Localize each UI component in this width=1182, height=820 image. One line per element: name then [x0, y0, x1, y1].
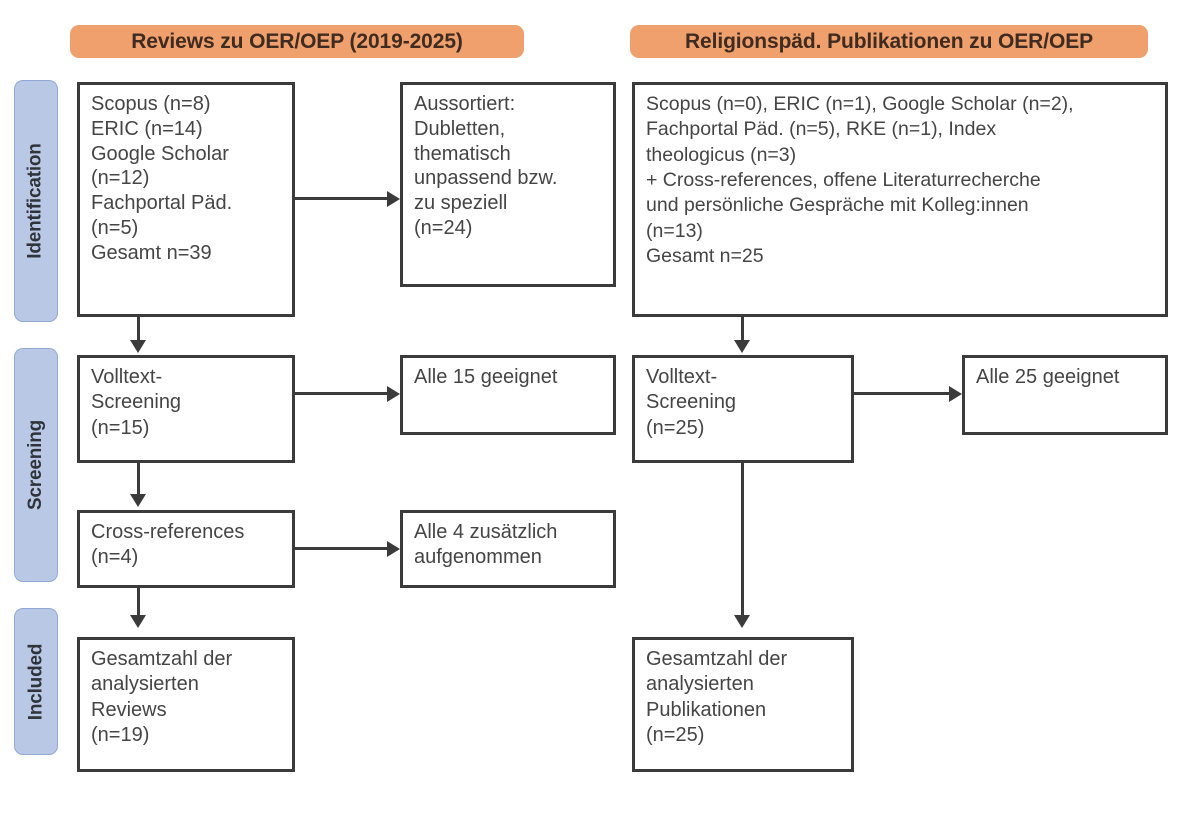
column-header-left: Reviews zu OER/OEP (2019-2025): [70, 25, 524, 58]
arrow-right-screening-to-result: [854, 392, 949, 395]
text-line: aufgenommen: [414, 546, 542, 569]
text-line: (n=24): [414, 216, 473, 239]
text-line: Volltext-: [646, 366, 718, 388]
arrow-left-screening-to-result: [295, 392, 387, 395]
text-line: (n=5): [91, 216, 139, 239]
arrowhead-down-icon: [734, 340, 750, 353]
text-line: Publikationen: [646, 698, 767, 721]
text-line: Alle 25 geeignet: [976, 366, 1120, 388]
stage-pill-identification: Identification: [14, 80, 58, 322]
left-crossref-result-box: Alle 4 zusätzlich aufgenommen: [400, 510, 616, 588]
text-line: analysierten: [646, 673, 754, 696]
text-line: Cross-references: [91, 521, 245, 543]
right-identification-box: Scopus (n=0), ERIC (n=1), Google Scholar…: [632, 82, 1168, 317]
text-line: (n=19): [91, 724, 150, 747]
text-line: (n=15): [91, 416, 150, 439]
text-line: Gesamtzahl der: [646, 648, 788, 670]
arrowhead-down-icon: [130, 340, 146, 353]
arrowhead-down-icon: [130, 494, 146, 507]
text-line: Alle 15 geeignet: [414, 366, 558, 388]
arrow-left-crossrefs-to-included: [137, 588, 140, 625]
text-line: (n=25): [646, 724, 705, 747]
text-line: + Cross-references, offene Literaturrech…: [646, 169, 1041, 192]
text-line: Gesamt n=39: [91, 241, 212, 264]
stage-label-included: Included: [25, 643, 47, 720]
left-crossref-box: Cross-references (n=4): [77, 510, 295, 588]
text-line: thematisch: [414, 142, 511, 165]
text-line: (n=25): [646, 416, 705, 439]
text-line: ERIC (n=14): [91, 117, 203, 140]
arrowhead-down-icon: [734, 615, 750, 628]
arrow-left-screening-to-crossrefs: [137, 463, 140, 504]
left-screening-box: Volltext- Screening (n=15): [77, 355, 295, 463]
left-included-box: Gesamtzahl der analysierten Reviews (n=1…: [77, 637, 295, 772]
text-line: und persönliche Gespräche mit Kolleg:inn…: [646, 194, 1029, 217]
text-line: (n=4): [91, 546, 139, 569]
arrow-left-crossrefs-to-result: [295, 547, 387, 550]
arrowhead-down-icon: [130, 615, 146, 628]
column-header-right-label: Religionspäd. Publikationen zu OER/OEP: [684, 29, 1094, 53]
left-identification-box: Scopus (n=8) ERIC (n=14) Google Scholar …: [77, 82, 295, 317]
text-line: Scopus (n=8): [91, 93, 211, 115]
left-screening-result-box: Alle 15 geeignet: [400, 355, 616, 435]
arrowhead-right-icon: [387, 191, 400, 207]
text-line: Gesamtzahl der: [91, 648, 233, 670]
arrowhead-right-icon: [949, 386, 962, 402]
right-screening-box: Volltext- Screening (n=25): [632, 355, 854, 463]
text-line: Alle 4 zusätzlich: [414, 521, 558, 543]
arrowhead-right-icon: [387, 541, 400, 557]
text-line: Scopus (n=0), ERIC (n=1), Google Scholar…: [646, 93, 1074, 115]
arrow-right-screening-to-included: [741, 463, 744, 625]
text-line: Fachportal Päd.: [91, 192, 233, 215]
text-line: Google Scholar: [91, 142, 229, 165]
text-line: Dubletten,: [414, 117, 506, 140]
arrow-left-identification-to-screening: [137, 317, 140, 350]
text-line: (n=13): [646, 219, 703, 242]
text-line: analysierten: [91, 673, 199, 696]
text-line: Gesamt n=25: [646, 245, 764, 268]
text-line: Volltext-: [91, 366, 163, 388]
stage-label-screening: Screening: [25, 419, 47, 511]
text-line: Fachportal Päd. (n=5), RKE (n=1), Index: [646, 118, 997, 141]
stage-label-identification: Identification: [25, 143, 47, 259]
text-line: theologicus (n=3): [646, 143, 797, 166]
left-excluded-box: Aussortiert: Dubletten, thematisch unpas…: [400, 82, 616, 287]
text-line: Screening: [646, 391, 737, 414]
arrow-right-identification-to-screening: [741, 317, 744, 350]
text-line: Reviews: [91, 698, 167, 721]
column-header-right: Religionspäd. Publikationen zu OER/OEP: [630, 25, 1148, 58]
stage-pill-screening: Screening: [14, 348, 58, 582]
column-header-left-label: Reviews zu OER/OEP (2019-2025): [131, 29, 463, 53]
text-line: Aussortiert:: [414, 93, 516, 115]
text-line: zu speziell: [414, 192, 508, 215]
text-line: unpassend bzw.: [414, 167, 558, 190]
right-screening-result-box: Alle 25 geeignet: [962, 355, 1168, 435]
arrow-left-identification-to-excluded: [295, 197, 387, 200]
text-line: Screening: [91, 391, 182, 414]
right-included-box: Gesamtzahl der analysierten Publikatione…: [632, 637, 854, 772]
arrowhead-right-icon: [387, 386, 400, 402]
text-line: (n=12): [91, 167, 150, 190]
stage-pill-included: Included: [14, 608, 58, 755]
